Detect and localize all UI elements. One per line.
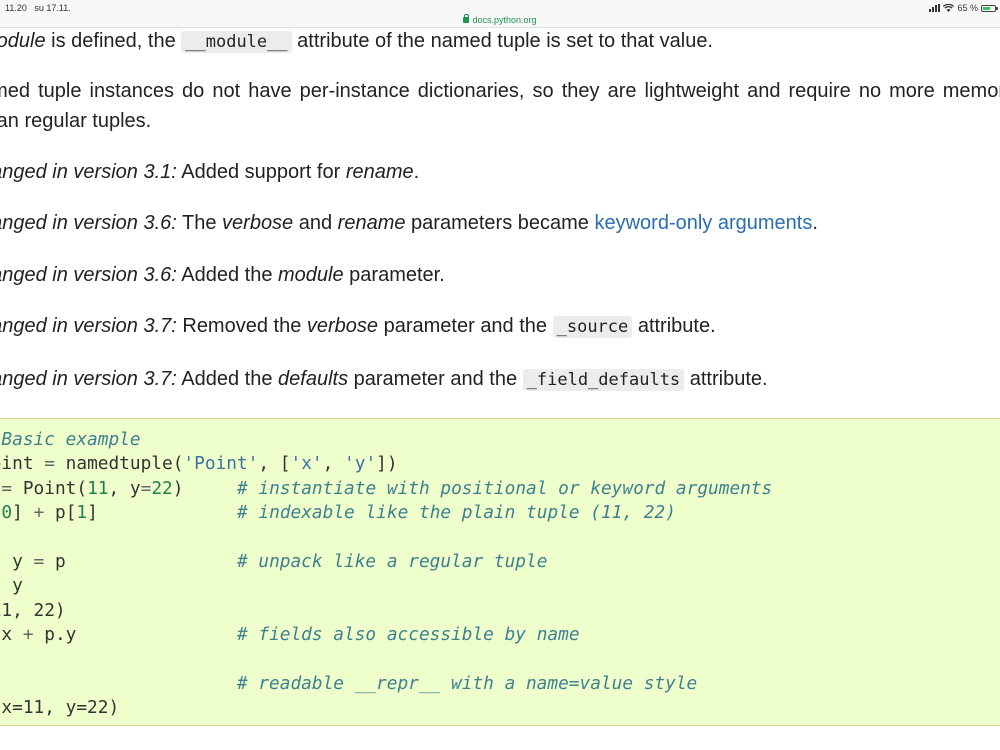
doc-content: module is defined, the __module__ attrib… <box>0 28 1000 750</box>
code-token: x, y <box>0 575 23 597</box>
status-indicators: 65 % <box>929 3 998 13</box>
code-token: = <box>44 453 55 475</box>
code-token: 'x' <box>290 453 323 475</box>
url-text: docs.python.org <box>472 15 537 25</box>
code-line: p.x + p.y # fields also accessible by na… <box>0 623 772 647</box>
code-token: p.y <box>33 624 237 646</box>
code-token: namedtuple( <box>54 453 184 475</box>
code-token: 'y' <box>344 453 377 475</box>
code-line: x, y = p # unpack like a regular tuple <box>0 550 772 574</box>
code-token: p.x <box>0 624 13 646</box>
code-token: ] <box>12 502 34 524</box>
status-time-date: 11.20 su 17.11. <box>5 3 71 13</box>
code-comment: # fields also accessible by name <box>236 624 580 646</box>
paragraph-no-dicts: amed tuple instances do not have per-ins… <box>0 80 1000 132</box>
code-token: = <box>33 551 45 573</box>
versionchanged-label: hanged in version 3.7: <box>0 315 177 337</box>
battery-percent: 65 % <box>957 3 978 13</box>
code-token: , y <box>108 477 141 499</box>
code-token: p <box>44 551 237 573</box>
param-module: module <box>0 30 46 52</box>
code-line: p # readable __repr__ with a name=value … <box>0 672 772 696</box>
code-line: p[0] + p[1] # indexable like the plain t… <box>0 501 772 525</box>
code-token: , <box>322 453 345 475</box>
code-token: 11 <box>87 477 109 499</box>
code-line <box>0 648 772 672</box>
code-line: # Basic example <box>0 428 772 452</box>
inline-code-field-defaults: _field_defaults <box>522 369 685 391</box>
code-comment: # instantiate with positional or keyword… <box>237 477 773 499</box>
code-token: x, y <box>0 551 23 573</box>
code-line: (11, 22) <box>0 599 772 623</box>
code-line <box>0 526 772 550</box>
versionchanged-3-6-keyword: hanged in version 3.6: The verbose and r… <box>0 208 1000 238</box>
versionchanged-label: hanged in version 3.7: <box>0 368 177 390</box>
code-token: Point( <box>12 477 88 499</box>
code-listing: # Basic examplePoint = namedtuple('Point… <box>0 428 772 721</box>
wifi-icon <box>943 4 955 12</box>
inline-code-module: __module__ <box>181 31 292 53</box>
versionchanged-label: hanged in version 3.6: <box>0 264 177 286</box>
code-comment: # Basic example <box>1 429 141 450</box>
code-comment: # indexable like the plain tuple (11, 22… <box>237 502 676 524</box>
status-date: su 17.11. <box>34 3 71 13</box>
keyword-only-arguments-link[interactable]: keyword-only arguments <box>594 212 813 234</box>
inline-code-source: _source <box>552 316 633 338</box>
address-bar[interactable]: docs.python.org <box>0 14 1000 25</box>
battery-fill <box>983 6 991 10</box>
versionchanged-label: hanged in version 3.1: <box>0 161 177 183</box>
code-token: p[ <box>0 502 1 523</box>
battery-icon <box>981 4 998 12</box>
code-example-block: # Basic examplePoint = namedtuple('Point… <box>0 418 1000 726</box>
code-token: ]) <box>376 453 398 475</box>
code-line: Point = namedtuple('Point', ['x', 'y']) <box>0 452 772 476</box>
code-token: p[ <box>44 502 77 524</box>
versionchanged-3-1: hanged in version 3.1: Added support for… <box>0 157 1000 187</box>
code-token: 0 <box>1 502 13 524</box>
code-token: + <box>33 502 45 524</box>
cellular-signal-icon <box>929 4 941 12</box>
versionchanged-3-7-verbose: hanged in version 3.7: Removed the verbo… <box>0 311 1000 342</box>
code-line: p = Point(11, y=22) # instantiate with p… <box>0 477 772 501</box>
code-token: 22 <box>151 477 173 499</box>
code-token: = <box>1 477 13 499</box>
code-comment: # unpack like a regular tuple <box>236 551 548 573</box>
code-line: t(x=11, y=22) <box>0 696 772 720</box>
code-token: , [ <box>258 453 291 475</box>
status-time: 11.20 <box>5 3 27 13</box>
code-token: t(x=11, y=22) <box>0 697 120 719</box>
versionchanged-label: hanged in version 3.6: <box>0 212 177 234</box>
code-token: 'Point' <box>183 453 259 475</box>
code-token: ] <box>87 502 237 524</box>
code-token: (11, 22) <box>0 599 66 621</box>
paragraph-module: module is defined, the __module__ attrib… <box>0 28 1000 57</box>
code-token: + <box>22 624 34 646</box>
code-token: 1 <box>76 502 88 524</box>
code-token: ) <box>172 477 237 499</box>
code-token: = <box>140 477 152 499</box>
versionchanged-3-7-defaults: hanged in version 3.7: Added the default… <box>0 364 1000 395</box>
versionchanged-3-6-module: hanged in version 3.6: Added the module … <box>0 260 1000 290</box>
code-line: x, y <box>0 574 772 598</box>
code-comment: # readable __repr__ with a name=value st… <box>236 673 698 695</box>
code-token: Point <box>0 453 34 475</box>
ios-status-bar: 11.20 su 17.11. docs.python.org 65 % <box>0 0 1000 28</box>
lock-icon <box>463 14 470 23</box>
code-token: p <box>0 673 237 695</box>
